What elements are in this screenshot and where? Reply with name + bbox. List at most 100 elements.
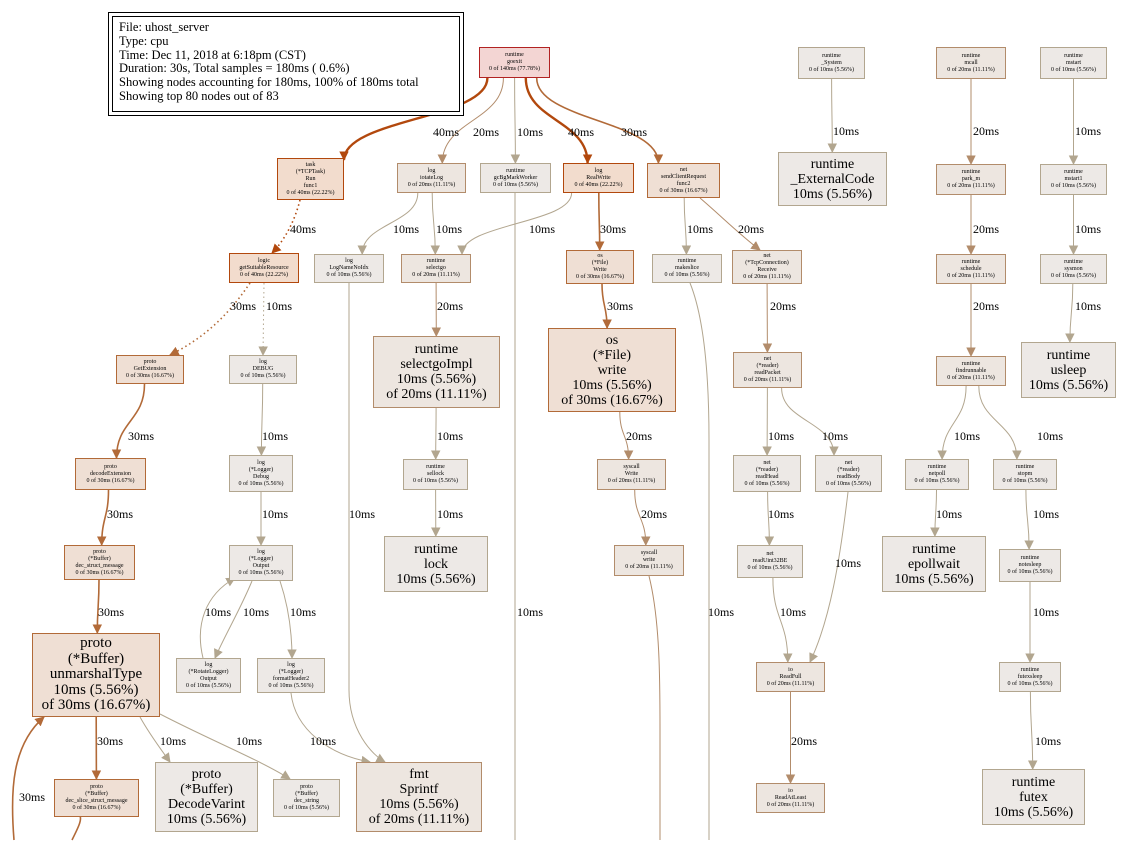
edge-task_run-to-logic_getsuitable [271, 199, 301, 254]
edge-label-net_reader_readpacket-to-net_reader_readhead: 10ms [768, 429, 795, 443]
node-text-line: log [287, 661, 295, 668]
node-text-line: of 20ms (11.11%) [386, 387, 487, 402]
node-text-line: io [788, 666, 793, 673]
edge-label-runtime_notesleep-to-runtime_futexsleep: 10ms [1033, 605, 1060, 619]
edge-goexit-to-runtime_gcbgmarkworker [510, 77, 521, 164]
edge-proto_decodeextension-to-proto_dec_struct_message [96, 489, 110, 546]
node-text-line: mstart1 [1064, 176, 1083, 182]
node-text-line: os [597, 253, 603, 259]
node-text-line: readHead [755, 473, 779, 480]
node-text-line: GetExtension [133, 366, 167, 372]
edge-label-runtime_findrunnable-to-runtime_netpoll: 10ms [954, 429, 981, 443]
edge-label-runtime_mstart1-to-runtime_sysmon: 10ms [1075, 222, 1102, 236]
node-text-line: 10ms (5.56%) [572, 377, 652, 393]
node-text-line: 0 of 10ms (5.56%) [493, 181, 538, 188]
edge-proto_unmarshaltype-to-proto_dec_string [159, 713, 291, 780]
node-text-line: 0 of 30ms (16.67%) [126, 373, 174, 379]
node-text-line: (*reader) [756, 363, 779, 369]
edge-label-net_reader_readhead-to-net_readuint32be: 10ms [768, 507, 795, 521]
node-text-line: runtime [961, 258, 981, 265]
node-text-line: 0 of 20ms (11.11%) [947, 66, 995, 73]
edge-label-net_sendclientrequest-to-runtime_makeslice: 10ms [687, 222, 714, 236]
node-text-line: goexit [507, 59, 522, 65]
edge-label-goexit-to-net_sendclientrequest: 30ms [621, 125, 648, 139]
edge-label-log_realwrite-to-os_file_write: 30ms [600, 222, 627, 236]
node-text-line: proto [80, 635, 112, 652]
edge-label-runtime_sellock-to-runtime_lock: 10ms [437, 507, 464, 521]
node-text-line: 0 of 20ms (11.11%) [766, 801, 815, 808]
node-text-line: runtime [1046, 347, 1091, 363]
edge-log_logger_formatheader2-to-fmt_sprintf [290, 692, 371, 766]
node-text-line: mstart [1066, 59, 1081, 66]
node-text-line: 0 of 20ms (11.11%) [607, 478, 656, 484]
edge-logic_getsuitable-to-proto_getextension [169, 282, 251, 356]
edge-proto_dec_slice_struct_message-to-proto_unmarshaltype [11, 717, 82, 841]
node-text-line: 0 of 30ms (16.67%) [576, 274, 624, 280]
node-text-line: syscall [640, 550, 658, 556]
node-text-line: futexsleep [1017, 673, 1043, 680]
node-text-line: Debug [253, 473, 269, 480]
node-text-line: (*Buffer) [67, 650, 125, 667]
legend-file: File: uhost_server [119, 20, 209, 34]
node-text-line: selectgo [426, 265, 446, 271]
edge-label-runtime_mstart-to-runtime_mstart1: 10ms [1075, 124, 1102, 138]
edge-net_sendclientrequest-to-net_tcpconn_receive [699, 197, 761, 251]
node-text-line: os [605, 332, 619, 348]
node-text-line: runtime [414, 541, 458, 557]
node-text-line: net [763, 356, 772, 362]
